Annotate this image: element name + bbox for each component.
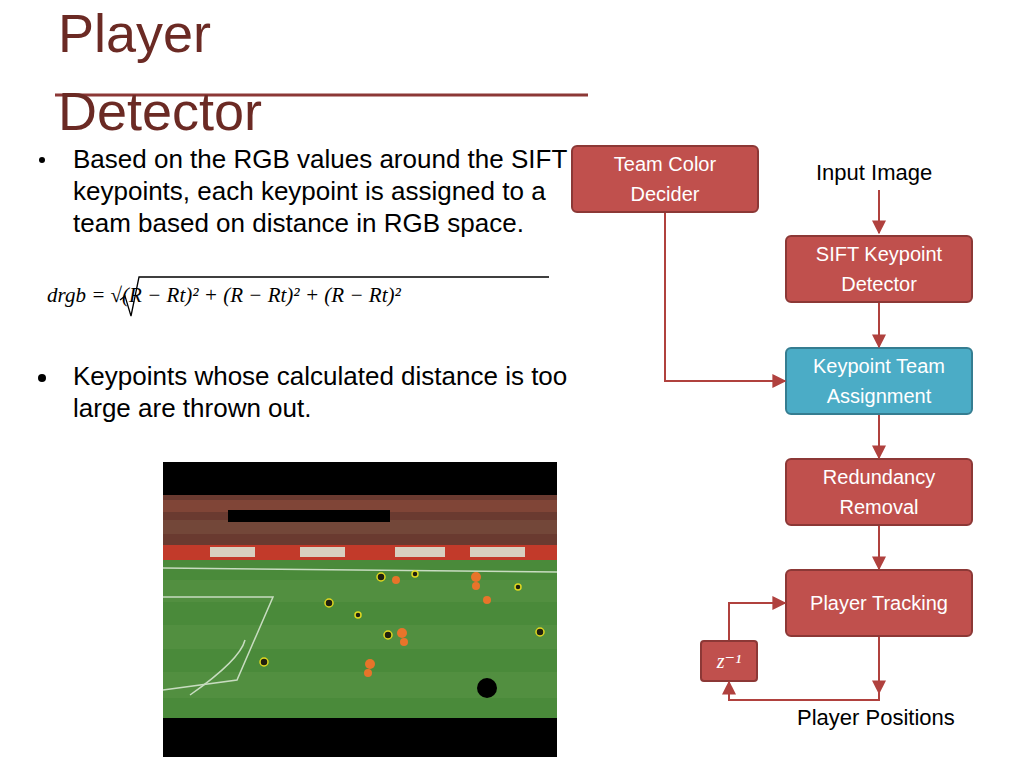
soccer-frame-image — [163, 462, 557, 757]
delay-block: z⁻¹ — [700, 640, 758, 682]
process-box: Redundancy Removal — [785, 458, 973, 526]
flow-arrow — [878, 415, 880, 458]
node-label: SIFT Keypoint Detector — [787, 239, 971, 299]
process-box: SIFT Keypoint Detector — [785, 235, 973, 303]
flow-arrow — [729, 603, 785, 640]
flow-arrow — [665, 213, 785, 381]
input-arrow — [878, 190, 880, 233]
bullet-text: Based on the RGB values around the SIFT … — [73, 143, 573, 239]
process-box: Player Tracking — [785, 569, 973, 637]
node-label: z⁻¹ — [709, 646, 749, 676]
slide-title: Player Detector — [58, 0, 328, 150]
process-box: Team Color Decider — [571, 145, 759, 213]
node-label: Redundancy Removal — [787, 462, 971, 522]
flow-arrow — [729, 637, 879, 700]
node-label: Team Color Decider — [573, 149, 757, 209]
bullet-dot — [38, 374, 46, 382]
output-label: Player Positions — [797, 705, 955, 731]
flow-arrow — [878, 303, 880, 347]
highlighted-process-box: Keypoint Team Assignment — [785, 347, 973, 415]
output-arrow — [878, 637, 880, 693]
node-label: Keypoint Team Assignment — [787, 351, 971, 411]
bullet-dot — [39, 157, 45, 163]
flow-arrow — [878, 526, 880, 569]
distance-formula: drgb = √(R − Rt)² + (R − Rt)² + (R − Rt)… — [47, 283, 401, 308]
node-label: Player Tracking — [802, 588, 956, 618]
bullet-text: Keypoints whose calculated distance is t… — [73, 360, 573, 424]
input-label: Input Image — [816, 160, 932, 186]
